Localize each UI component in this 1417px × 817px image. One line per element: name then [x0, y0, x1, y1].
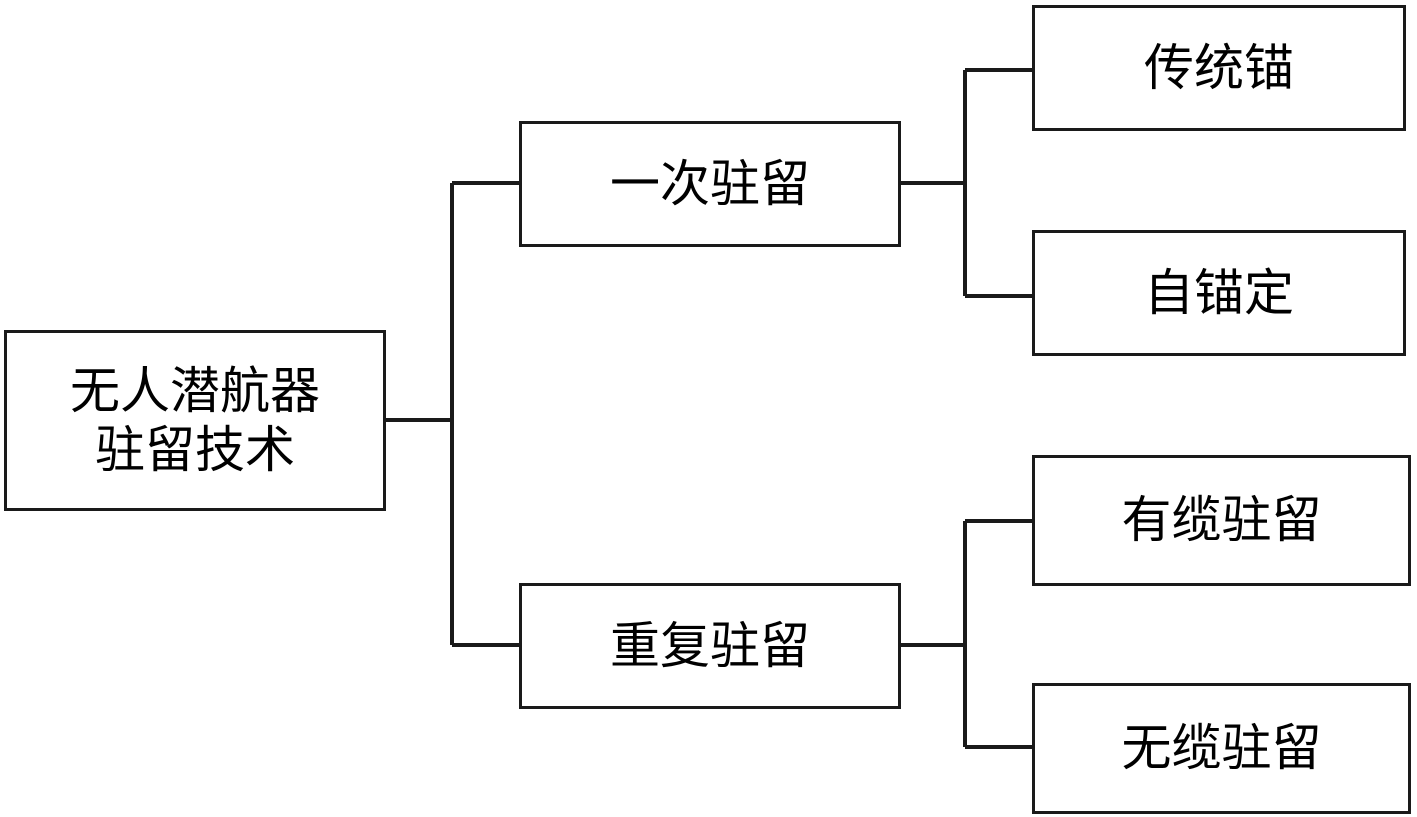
node-single-residence[interactable]: 一次驻留 [519, 121, 901, 247]
node-repeat-residence[interactable]: 重复驻留 [519, 583, 901, 709]
node-root[interactable]: 无人潜航器 驻留技术 [4, 330, 386, 511]
node-tethered-residence[interactable]: 有缆驻留 [1032, 455, 1411, 586]
node-untethered-residence[interactable]: 无缆驻留 [1032, 683, 1411, 814]
node-traditional-anchor[interactable]: 传统锚 [1032, 5, 1406, 131]
node-self-anchoring[interactable]: 自锚定 [1032, 230, 1406, 356]
